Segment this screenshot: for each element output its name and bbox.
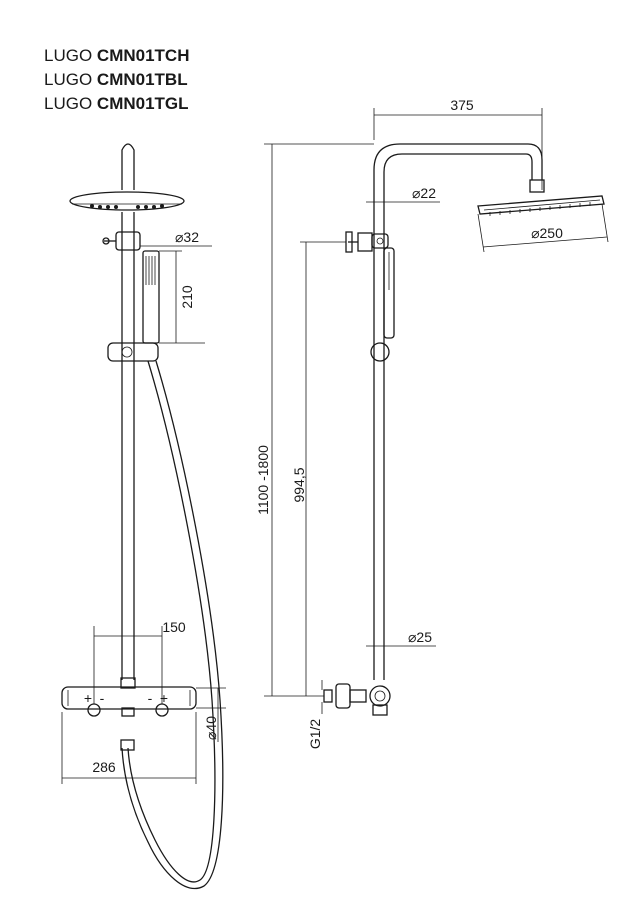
diverter-body bbox=[115, 231, 141, 251]
hand-shower bbox=[142, 250, 160, 344]
shower-head-front bbox=[69, 191, 185, 211]
head-joint bbox=[529, 179, 545, 193]
dim-lower-tube-dia: ⌀25 bbox=[408, 629, 432, 645]
riser-arm-inner bbox=[383, 153, 533, 680]
model-line-1: LUGO CMN01TCH bbox=[44, 46, 190, 65]
mixer-knob-side bbox=[335, 683, 351, 709]
svg-text:-: - bbox=[148, 690, 153, 706]
model-line-2: LUGO CMN01TBL bbox=[44, 70, 188, 89]
front-view: + - - + ⌀32 210 150 ⌀40 286 bbox=[61, 143, 226, 889]
hand-shower-side bbox=[383, 247, 395, 339]
shower-hose bbox=[127, 360, 216, 883]
svg-text:+: + bbox=[160, 690, 168, 706]
shower-head-side bbox=[477, 195, 605, 215]
head-nozzles bbox=[90, 204, 164, 209]
riser-top-cap bbox=[121, 143, 135, 190]
svg-text:-: - bbox=[100, 690, 105, 706]
dim-mixer-dia: ⌀40 bbox=[203, 716, 219, 740]
svg-text:+: + bbox=[84, 690, 92, 706]
dim-mid-height: 994,5 bbox=[291, 467, 307, 502]
mixer-body bbox=[61, 686, 197, 710]
diverter-side bbox=[357, 232, 373, 252]
side-view: 375 ⌀22 ⌀250 1100 -1800 994,5 ⌀25 G1/2 bbox=[255, 97, 609, 750]
dim-thread: G1/2 bbox=[307, 719, 323, 750]
dim-hand-shower-len: 210 bbox=[179, 285, 195, 309]
dim-mixer-projection: 286 bbox=[92, 759, 116, 775]
diverter-knob bbox=[102, 237, 110, 245]
slider-holder bbox=[107, 342, 159, 362]
model-list: LUGO CMN01TCH LUGO CMN01TBL LUGO CMN01TG… bbox=[44, 44, 189, 116]
mixer-body-side bbox=[369, 685, 391, 707]
slider-side bbox=[370, 342, 390, 362]
dim-head-dia: ⌀250 bbox=[531, 225, 563, 241]
dim-arm-reach: 375 bbox=[450, 97, 474, 113]
dim-total-height: 1100 -1800 bbox=[255, 445, 271, 515]
riser-arm-outer bbox=[373, 143, 543, 680]
inlet-left bbox=[87, 703, 101, 717]
hose-connector bbox=[120, 739, 135, 751]
dim-inlet-spacing: 150 bbox=[162, 619, 186, 635]
wall-inlet bbox=[323, 689, 333, 703]
outlet bbox=[121, 707, 135, 717]
model-line-3: LUGO CMN01TGL bbox=[44, 94, 189, 113]
dim-upper-tube-dia: ⌀22 bbox=[412, 185, 436, 201]
dim-hand-shower-dia: ⌀32 bbox=[175, 229, 199, 245]
